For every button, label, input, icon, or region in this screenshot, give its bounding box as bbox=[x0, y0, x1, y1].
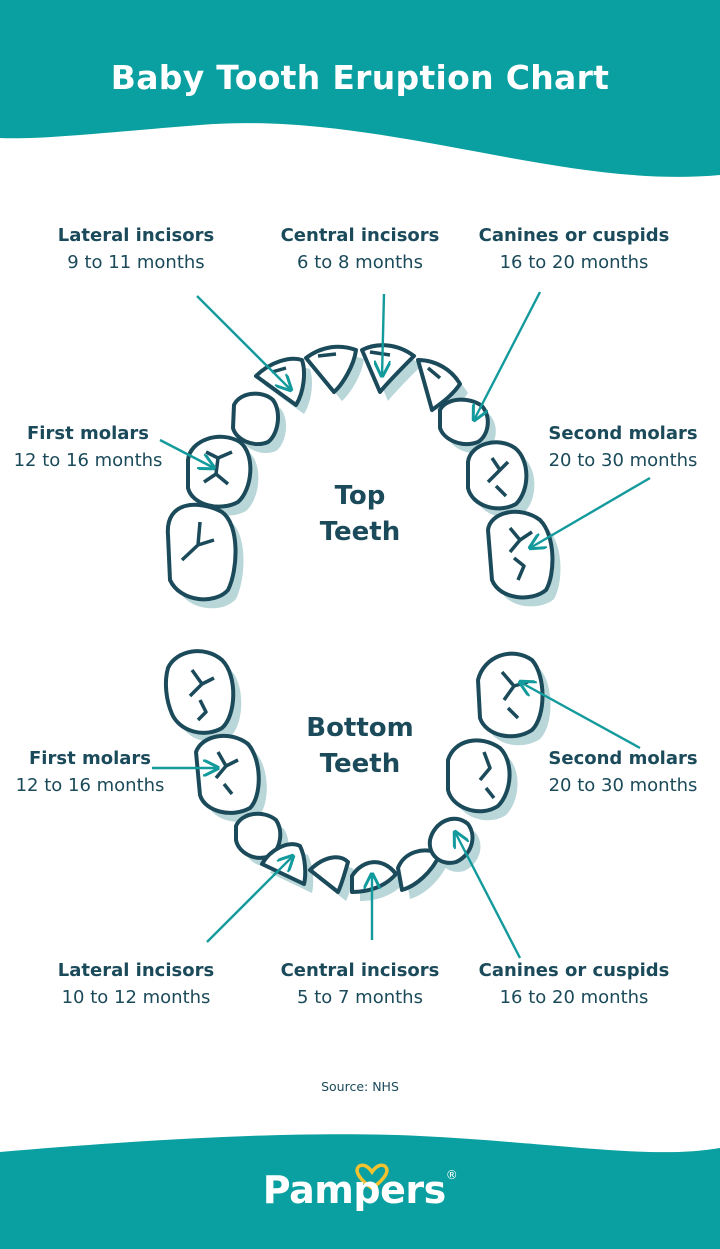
bottom-canines-title: Canines or cuspids bbox=[478, 960, 670, 981]
top-second-molars-label: Second molars 20 to 30 months bbox=[503, 420, 720, 474]
top-canines-label: Canines or cuspids 16 to 20 months bbox=[454, 222, 694, 276]
brand-logo: Pampers® bbox=[0, 1168, 720, 1212]
bottom-left-first-molar bbox=[194, 733, 261, 815]
heart-icon bbox=[355, 1163, 389, 1191]
top-central-incisors-range: 6 to 8 months bbox=[297, 252, 423, 273]
arrow-bottom-lateral-incisors bbox=[206, 856, 293, 943]
bottom-teeth-heading-line1: Bottom bbox=[306, 713, 414, 743]
top-right-lateral-incisor bbox=[416, 358, 462, 412]
top-left-central-incisor bbox=[304, 344, 358, 394]
bottom-left-second-molar bbox=[163, 649, 236, 735]
bottom-central-incisors-range: 5 to 7 months bbox=[297, 987, 423, 1008]
arrow-top-central-incisors bbox=[382, 293, 384, 376]
bottom-first-molars-title: First molars bbox=[29, 748, 151, 769]
footer-band bbox=[0, 1134, 720, 1249]
top-second-molars-range: 20 to 30 months bbox=[548, 450, 698, 471]
top-first-molars-label: First molars 12 to 16 months bbox=[0, 420, 208, 474]
bottom-lateral-incisors-title: Lateral incisors bbox=[57, 960, 215, 981]
page-title: Baby Tooth Eruption Chart bbox=[110, 58, 610, 97]
arrow-bottom-canines bbox=[455, 832, 522, 959]
top-central-incisors-title: Central incisors bbox=[280, 225, 440, 246]
pointer-arrows bbox=[152, 291, 651, 959]
bottom-second-molars-title: Second molars bbox=[548, 748, 698, 769]
header-band bbox=[0, 0, 720, 177]
arrow-top-lateral-incisors bbox=[196, 295, 291, 390]
top-left-canine bbox=[231, 391, 281, 447]
bottom-second-molars-range: 20 to 30 months bbox=[548, 775, 698, 796]
bottom-central-incisors-label: Central incisors 5 to 7 months bbox=[240, 957, 480, 1011]
top-second-molars-title: Second molars bbox=[548, 423, 698, 444]
bottom-left-central-incisor bbox=[308, 855, 350, 894]
top-lateral-incisors-range: 9 to 11 months bbox=[67, 252, 205, 273]
bottom-left-canine bbox=[234, 811, 283, 860]
bottom-first-molars-label: First molars 12 to 16 months bbox=[0, 745, 210, 799]
top-teeth-heading-line1: Top bbox=[334, 481, 386, 511]
top-central-incisors-label: Central incisors 6 to 8 months bbox=[240, 222, 480, 276]
bottom-right-first-molar bbox=[446, 738, 512, 814]
bottom-teeth-heading-line2: Teeth bbox=[319, 749, 401, 779]
bottom-right-canine bbox=[427, 816, 475, 865]
bottom-first-molars-range: 12 to 16 months bbox=[15, 775, 165, 796]
bottom-lateral-incisors-range: 10 to 12 months bbox=[61, 987, 211, 1008]
top-left-second-molar bbox=[165, 502, 238, 602]
arrow-top-first-molars bbox=[159, 438, 214, 468]
bottom-lateral-incisors-label: Lateral incisors 10 to 12 months bbox=[16, 957, 256, 1011]
top-canines-title: Canines or cuspids bbox=[478, 225, 670, 246]
arrow-bottom-second-molars bbox=[520, 682, 641, 750]
bottom-second-molars-label: Second molars 20 to 30 months bbox=[503, 745, 720, 799]
top-teeth-heading-line2: Teeth bbox=[319, 517, 401, 547]
bottom-canines-range: 16 to 20 months bbox=[499, 987, 649, 1008]
top-right-second-molar bbox=[486, 509, 555, 600]
top-first-molars-range: 12 to 16 months bbox=[13, 450, 163, 471]
top-first-molars-title: First molars bbox=[27, 423, 149, 444]
brand-logo-name: Pampers bbox=[262, 1168, 446, 1212]
bottom-right-second-molar bbox=[476, 651, 545, 739]
arrow-top-canines bbox=[474, 291, 542, 420]
brand-logo-mark: ® bbox=[445, 1168, 458, 1182]
top-lateral-incisors-label: Lateral incisors 9 to 11 months bbox=[16, 222, 256, 276]
source-note: Source: NHS bbox=[321, 1079, 399, 1094]
top-teeth-heading: Top Teeth bbox=[260, 478, 460, 550]
top-canines-range: 16 to 20 months bbox=[499, 252, 649, 273]
top-teeth bbox=[165, 343, 561, 609]
bottom-teeth-heading: Bottom Teeth bbox=[260, 710, 460, 782]
bottom-canines-label: Canines or cuspids 16 to 20 months bbox=[454, 957, 694, 1011]
top-lateral-incisors-title: Lateral incisors bbox=[57, 225, 215, 246]
bottom-central-incisors-title: Central incisors bbox=[280, 960, 440, 981]
arrow-top-second-molars bbox=[530, 476, 651, 548]
